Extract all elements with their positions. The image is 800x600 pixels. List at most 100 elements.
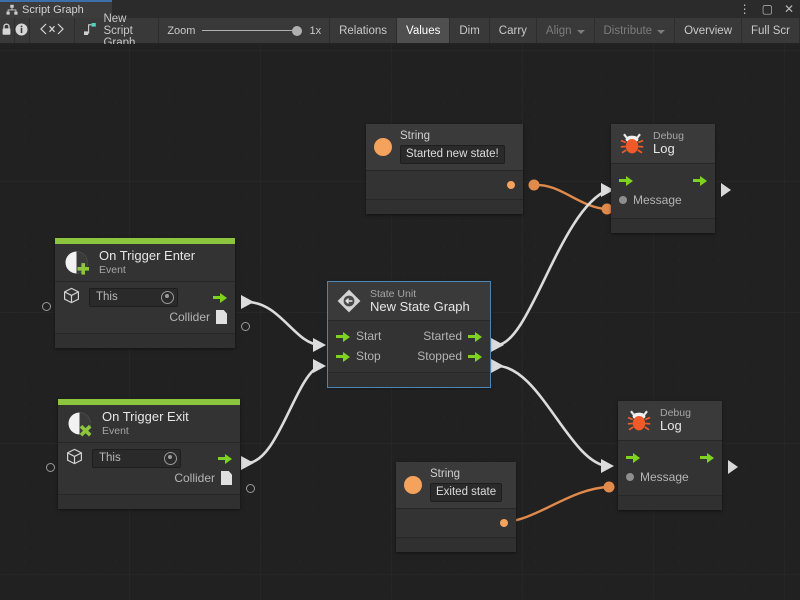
more-menu-icon[interactable]: ⋮ (738, 2, 751, 16)
debug-bug-icon (626, 410, 652, 432)
node-subtitle: Event (102, 424, 129, 437)
toolbar-button-distribute[interactable]: Distribute (595, 18, 676, 43)
window-controls: ⋮ ▢ ✕ (739, 0, 794, 18)
message-row: Message (626, 467, 714, 487)
node-debug-log-bottom[interactable]: Debug Log Message (618, 401, 722, 510)
input-port-circle[interactable] (42, 302, 51, 311)
zoom-control[interactable]: Zoom 1x (159, 18, 331, 43)
toolbar-button-carry-label: Carry (498, 24, 527, 37)
toolbar-button-align[interactable]: Align (537, 18, 595, 43)
maximize-icon[interactable]: ▢ (761, 2, 773, 16)
node-ports: Message (618, 440, 722, 495)
node-ports (396, 508, 516, 538)
event-accent-bar (58, 399, 240, 405)
info-button[interactable] (15, 18, 30, 43)
collider-output-port-circle[interactable] (246, 484, 255, 493)
collider-output-port-circle[interactable] (241, 322, 250, 331)
event-accent-bar (55, 238, 235, 244)
node-string-bottom[interactable]: String Exited state (396, 462, 516, 553)
output-flow-arrow-icon[interactable] (468, 351, 482, 362)
toolbar-button-overview-label: Overview (684, 24, 733, 37)
toolbar-button-values[interactable]: Values (397, 18, 451, 43)
output-flow-arrow-icon[interactable] (213, 292, 227, 303)
output-flow-arrow-icon[interactable] (218, 453, 232, 464)
graph-name-label: New Script Graph (103, 12, 136, 49)
input-port-dot[interactable] (626, 473, 634, 481)
lock-icon (1, 22, 12, 39)
edge-arrowhead (241, 456, 254, 470)
output-port-label-stopped: Stopped (417, 349, 462, 363)
code-brackets-icon (39, 23, 65, 38)
node-footer (618, 495, 722, 510)
input-port-dot[interactable] (619, 196, 627, 204)
tab-label: Script Graph (22, 4, 84, 16)
node-title: New State Graph (370, 299, 470, 315)
tab-script-graph[interactable]: Script Graph (0, 0, 112, 18)
node-subtitle: Debug (653, 130, 684, 142)
zoom-slider[interactable] (202, 25, 303, 37)
collider-row: Collider (66, 468, 232, 488)
edge-arrowhead (491, 338, 504, 352)
graph-canvas[interactable]: String Started new state! (0, 44, 800, 600)
node-title: Log (660, 418, 682, 434)
chevron-down-icon (576, 29, 585, 34)
node-state-unit[interactable]: State Unit New State Graph Start Started (327, 281, 491, 388)
node-header: String Started new state! (366, 124, 523, 171)
zoom-label: Zoom (167, 24, 196, 37)
node-subtitle: Event (99, 263, 126, 276)
node-title: String (400, 130, 431, 142)
output-flow-arrow-icon[interactable] (468, 331, 482, 342)
toolbar-button-carry[interactable]: Carry (490, 18, 537, 43)
node-ports (366, 170, 523, 200)
input-port-circle[interactable] (46, 463, 55, 472)
node-string-top[interactable]: String Started new state! (366, 124, 523, 215)
output-flow-arrow-icon[interactable] (700, 452, 714, 463)
output-port-value[interactable] (500, 519, 508, 528)
node-on-trigger-exit[interactable]: On Trigger Exit Event This (58, 399, 240, 509)
node-footer (55, 333, 235, 348)
graph-name-field[interactable]: New Script Graph (75, 13, 160, 49)
flow-row (626, 447, 714, 467)
gameobject-icon (66, 448, 86, 468)
toolbar-button-dim[interactable]: Dim (450, 18, 490, 43)
string-value-field[interactable]: Exited state (430, 483, 503, 503)
string-value-field[interactable]: Started new state! (400, 145, 505, 165)
node-footer (366, 199, 523, 215)
input-port-label-stop: Stop (356, 349, 381, 363)
node-footer (328, 372, 490, 387)
output-flow-port-triangle[interactable] (721, 183, 731, 197)
target-input-field[interactable]: This (92, 448, 181, 468)
node-on-trigger-enter[interactable]: On Trigger Enter Event This (55, 238, 235, 348)
input-flow-arrow-icon[interactable] (619, 175, 633, 186)
toolbar-button-overview[interactable]: Overview (675, 18, 743, 43)
toolbar-button-fullscreen[interactable]: Full Scr (742, 18, 800, 43)
on-trigger-exit-icon (66, 410, 94, 438)
gameobject-icon (63, 287, 83, 307)
object-picker-icon[interactable] (164, 451, 177, 465)
toolbar-button-relations[interactable]: Relations (330, 18, 398, 43)
start-started-row: Start Started (336, 326, 482, 346)
stop-stopped-row: Stop Stopped (336, 346, 482, 366)
input-flow-arrow-icon[interactable] (336, 351, 350, 362)
input-flow-arrow-icon[interactable] (626, 452, 640, 463)
node-debug-log-top[interactable]: Debug Log Message (611, 124, 715, 233)
output-flow-arrow-icon[interactable] (693, 175, 707, 186)
output-port-value[interactable] (507, 181, 515, 190)
edge-string-to-log-bottom (501, 485, 610, 524)
zoom-value: 1x (309, 24, 322, 37)
output-flow-port-triangle[interactable] (728, 460, 738, 474)
toolbar-button-relations-label: Relations (339, 24, 388, 37)
lock-button[interactable] (0, 18, 15, 43)
close-icon[interactable]: ✕ (783, 2, 794, 16)
on-trigger-enter-icon (63, 249, 91, 277)
object-picker-icon[interactable] (161, 290, 174, 304)
message-row: Message (619, 190, 707, 210)
window-titlebar: Script Graph ⋮ ▢ ✕ (0, 0, 800, 18)
zoom-slider-knob[interactable] (292, 25, 303, 36)
input-flow-arrow-icon[interactable] (336, 331, 350, 342)
node-subtitle: State Unit (370, 288, 417, 300)
source-code-button[interactable] (30, 18, 76, 43)
edge-arrowhead (241, 295, 254, 309)
node-header: On Trigger Exit Event (58, 405, 240, 442)
target-input-field[interactable]: This (89, 287, 178, 307)
